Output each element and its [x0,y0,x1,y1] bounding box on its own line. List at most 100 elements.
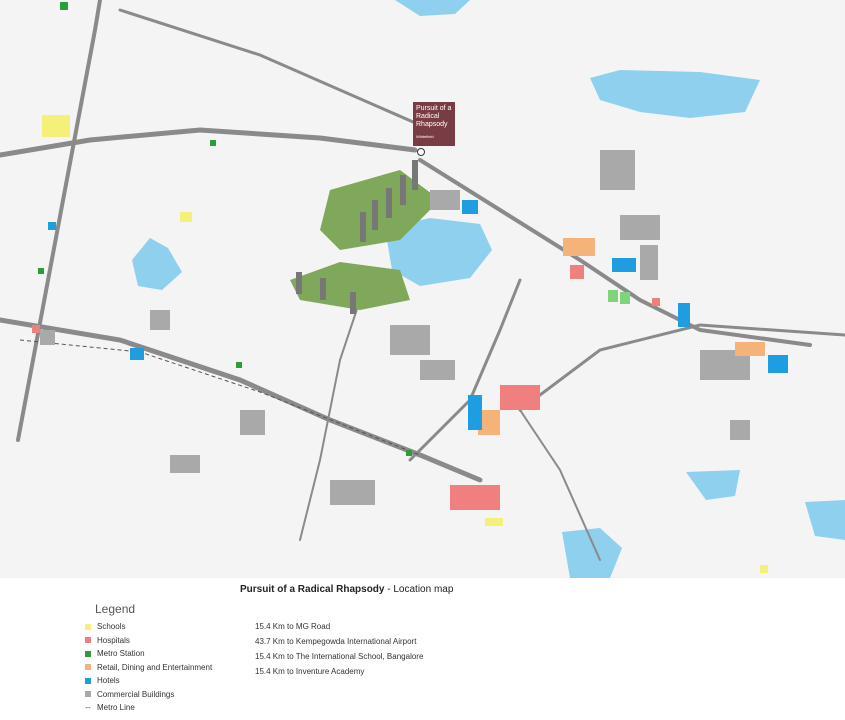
distance-list: 15.4 Km to MG Road 43.7 Km to Kempegowda… [255,622,423,682]
tech-park-marker[interactable] [620,292,630,304]
tower [350,292,356,314]
building [150,310,170,330]
legend-title: Legend [95,602,136,616]
hotel-marker[interactable] [612,258,636,272]
schools [42,115,768,573]
tower [360,212,366,242]
tower [386,188,392,218]
metro-stations [38,2,412,456]
tech-park-green [608,290,630,304]
legend-item-hospitals: Hospitals [85,634,212,648]
building [170,455,200,473]
tower [296,272,302,294]
hotel-marker[interactable] [48,222,56,230]
road-sout-east [519,409,601,561]
road-north [118,8,422,127]
metro-station-marker[interactable] [60,2,68,10]
callout-title: Pursuit of a Radical Rhapsody [416,105,452,128]
road-west-north [16,0,102,442]
hospital-marker[interactable] [500,385,540,410]
location-pin-icon[interactable] [417,148,425,156]
road-itpl [518,323,845,412]
distance-item: 15.4 Km to Inventure Academy [255,667,365,676]
hospital-marker[interactable] [652,298,660,306]
legend-list: Schools Hospitals Metro Station Retail, … [85,620,212,715]
building [600,150,635,190]
metro-station-marker[interactable] [236,362,242,368]
road-south [0,317,483,483]
legend-item-commercial: Commercial Buildings [85,688,212,702]
building [730,420,750,440]
retail-marker[interactable] [563,238,595,256]
lake-northeast [590,70,760,118]
map-canvas [0,0,845,578]
school-marker[interactable] [760,565,768,573]
legend-item-retail: Retail, Dining and Entertainment [85,661,212,675]
legend-swatch [85,650,91,657]
tower [372,200,378,230]
metro-station-marker[interactable] [38,268,44,274]
hospital-marker[interactable] [570,265,584,279]
tower [412,160,418,190]
building [420,360,455,380]
legend-item-schools: Schools [85,620,212,634]
roads [0,0,845,561]
lake-west [132,238,182,290]
project-towers [296,160,418,314]
legend-swatch [85,677,91,684]
tech-park-marker[interactable] [608,290,618,302]
metro-station-marker[interactable] [210,140,216,146]
school-marker[interactable] [485,518,503,526]
caption-title: Pursuit of a Radical Rhapsody [240,584,385,595]
legend-label: Commercial Buildings [97,689,175,699]
tower [320,278,326,300]
legend-label: Metro Station [97,649,145,659]
legend-swatch [85,637,91,644]
caption-subtitle: - Location map [384,584,454,595]
hotel-marker[interactable] [130,348,144,360]
legend-label: Hotels [97,676,120,686]
lake-south [562,528,622,578]
hotels [48,200,788,430]
hotel-marker[interactable] [462,200,478,214]
building [620,215,660,240]
school-marker[interactable] [180,212,192,222]
hotel-marker[interactable] [768,355,788,373]
hospital-marker[interactable] [32,325,40,333]
metro-station-marker[interactable] [406,450,412,456]
retail [478,238,765,435]
retail-marker[interactable] [735,342,765,356]
project-callout[interactable]: Pursuit of a Radical Rhapsody Whitefield [413,102,455,146]
building [390,325,430,355]
metro-line [19,339,421,456]
legend-label: Retail, Dining and Entertainment [97,662,213,672]
road-inner [299,299,361,541]
project-lake[interactable] [385,218,492,286]
lake-southeast [805,500,845,540]
hotel-marker[interactable] [468,395,482,430]
legend-swatch [85,691,91,698]
school-marker[interactable] [42,115,70,137]
hotel-marker[interactable] [678,303,690,327]
distance-item: 43.7 Km to Kempegowda International Airp… [255,637,417,646]
building [40,330,55,345]
legend-item-metro-line: -- Metro Line [85,701,212,715]
distance-item: 15.4 Km to MG Road [255,622,331,631]
legend-label: Metro Line [97,703,135,713]
legend-label: Schools [97,622,126,632]
lake-east [686,470,740,500]
location-map[interactable]: Pursuit of a Radical Rhapsody Whitefield [0,0,845,578]
map-caption: Pursuit of a Radical Rhapsody - Location… [240,584,453,595]
hospital-marker[interactable] [450,485,500,510]
road-east [418,158,812,347]
road-central [408,278,522,462]
legend-item-metro-station: Metro Station [85,647,212,661]
legend-label: Hospitals [97,635,130,645]
project-site-north[interactable] [320,170,440,250]
road-nh [0,127,418,158]
dash-line-icon: -- [85,702,91,712]
legend-swatch [85,623,91,630]
building [430,190,460,210]
retail-marker[interactable] [478,410,500,435]
callout-subtitle: Whitefield [416,134,434,139]
